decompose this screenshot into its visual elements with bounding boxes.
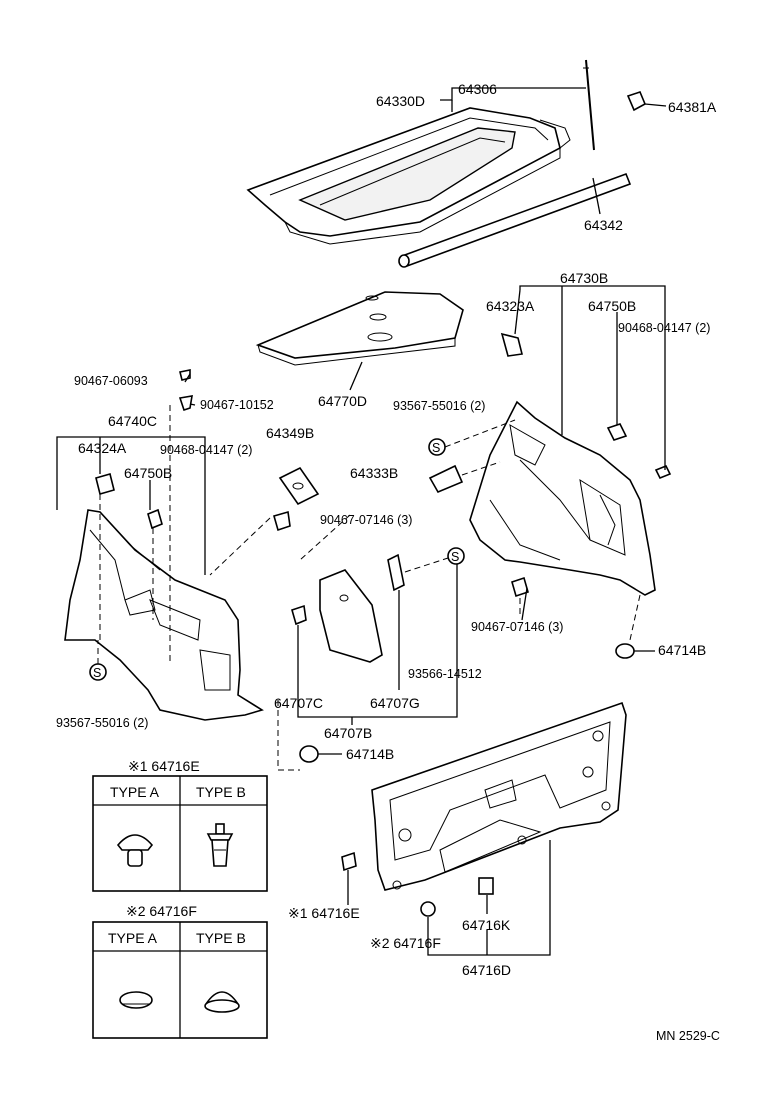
cap-type-a-icon <box>119 991 153 1009</box>
table2-col-a: TYPE A <box>108 930 158 946</box>
clip-64707G <box>387 553 405 592</box>
clip-90467-right <box>511 576 529 598</box>
cover-panel-64707 <box>319 569 383 663</box>
label-90468-right: 90468-04147 (2) <box>618 321 710 335</box>
label-64707G: 64707G <box>370 695 420 711</box>
label-90467-07146-right: 90467-07146 (3) <box>471 620 563 634</box>
label-64707C: 64707C <box>274 695 323 711</box>
table1-col-b: TYPE B <box>196 784 246 800</box>
screw-s-center: S <box>447 547 465 565</box>
table1-col-a: TYPE A <box>110 784 160 800</box>
clip-64707C <box>291 604 307 626</box>
label-64342: 64342 <box>584 217 623 233</box>
label-90468-left: 90468-04147 (2) <box>160 443 252 457</box>
clip-64323A <box>500 332 523 357</box>
screw-s-left: S <box>89 663 107 681</box>
clip-64716E <box>341 851 357 872</box>
clip-90468-right <box>654 464 672 480</box>
clip-90467-06093 <box>179 369 191 381</box>
clip-64714B-left <box>299 745 319 763</box>
label-64716F: ※2 64716F <box>370 935 441 951</box>
left-quarter-trim <box>64 509 264 721</box>
clip-64381A <box>626 91 667 112</box>
label-64750B-right: 64750B <box>588 298 636 314</box>
label-93567-right: 93567-55016 (2) <box>393 399 485 413</box>
clip-64750B-right <box>606 423 628 441</box>
clip-64714B-right <box>615 643 635 659</box>
bracket-64349B <box>278 466 320 506</box>
label-64324A: 64324A <box>78 440 127 456</box>
screw-s-left-mark: S <box>93 666 101 680</box>
leader-lines <box>56 87 666 956</box>
label-64714B-right: 64714B <box>658 642 706 658</box>
label-64750B-left: 64750B <box>124 465 172 481</box>
label-64323A: 64323A <box>486 298 535 314</box>
part-labels: 64330D 64306 64381A 64342 64770D 64730B … <box>56 81 720 1043</box>
label-64714B-left: 64714B <box>346 746 394 762</box>
label-64707B: 64707B <box>324 725 372 741</box>
right-quarter-trim <box>469 400 656 596</box>
clip-64324A <box>95 473 115 495</box>
table2-col-b: TYPE B <box>196 930 246 946</box>
clip-64716F <box>420 901 436 917</box>
deck-board <box>255 291 464 366</box>
label-64333B: 64333B <box>350 465 398 481</box>
label-64740C: 64740C <box>108 413 157 429</box>
label-64716E: ※1 64716E <box>288 905 360 921</box>
clip-type-a-icon <box>116 834 154 867</box>
screw-s-right-mark: S <box>432 441 440 455</box>
table-title-64716F: ※2 64716F <box>126 903 197 919</box>
support-rod <box>583 59 595 151</box>
label-64306: 64306 <box>458 81 497 97</box>
label-90467-10152: 90467-10152 <box>200 398 274 412</box>
label-64770D: 64770D <box>318 393 367 409</box>
label-64716K: 64716K <box>462 917 511 933</box>
cover-64333B <box>428 464 464 494</box>
type-table-64716E: ※1 64716E TYPE A TYPE B <box>92 758 268 892</box>
clip-90467-10152 <box>178 395 193 412</box>
weatherstrip-tube <box>398 172 632 268</box>
clip-64716K <box>478 877 494 895</box>
label-93567-left: 93567-55016 (2) <box>56 716 148 730</box>
label-90467-06093: 90467-06093 <box>74 374 148 388</box>
label-64330D: 64330D <box>376 93 425 109</box>
label-93566: 93566-14512 <box>408 667 482 681</box>
label-64381A: 64381A <box>668 99 717 115</box>
package-tray-trim <box>246 107 571 245</box>
label-64730B: 64730B <box>560 270 608 286</box>
clip-64750B-left <box>147 508 163 530</box>
label-64349B: 64349B <box>266 425 314 441</box>
type-table-64716F: ※2 64716F TYPE A TYPE B <box>92 903 268 1039</box>
back-panel-trim <box>371 701 627 891</box>
screw-s-center-mark: S <box>451 550 459 564</box>
clip-type-b-icon <box>206 823 234 867</box>
diagram-code: MN 2529-C <box>656 1029 720 1043</box>
cap-type-b-icon <box>204 991 240 1013</box>
label-90467-07146-left: 90467-07146 (3) <box>320 513 412 527</box>
table-title-64716E: ※1 64716E <box>128 758 200 774</box>
screw-s-right: S <box>428 438 446 456</box>
clip-90467-left <box>273 510 291 532</box>
label-64716D: 64716D <box>462 962 511 978</box>
